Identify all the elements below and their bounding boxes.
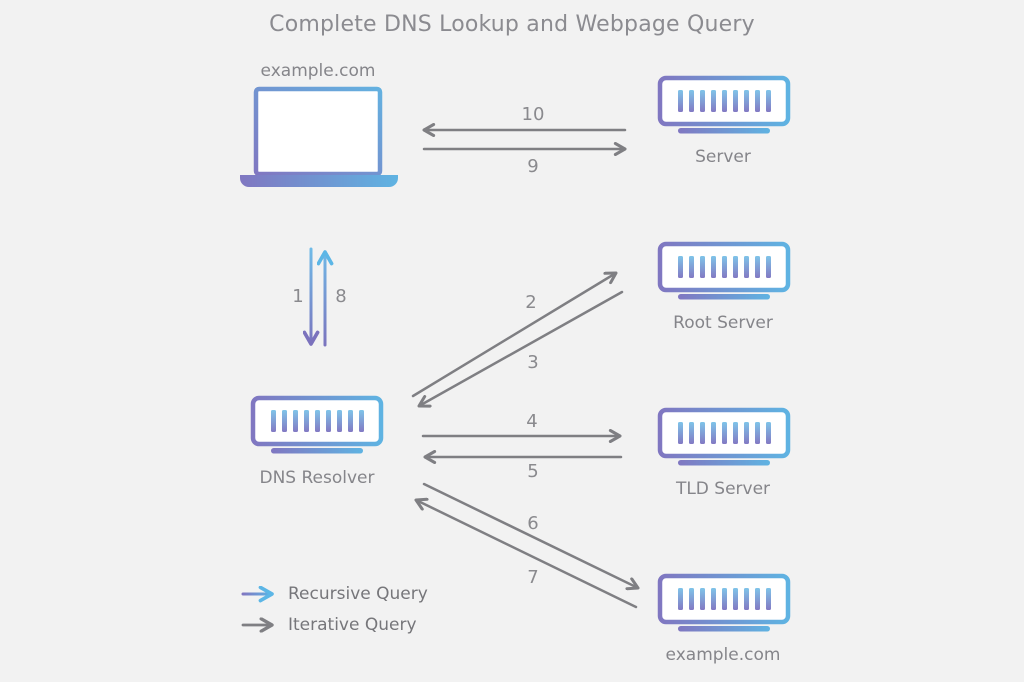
step-5-number: 5	[527, 461, 539, 482]
arrow-step-2	[411, 273, 616, 398]
client-label: example.com	[260, 61, 376, 81]
dns-resolver-icon	[253, 398, 381, 454]
dns-resolver-label: DNS Resolver	[259, 468, 375, 488]
authoritative-server-icon	[660, 576, 788, 632]
arrow-step-6	[422, 482, 638, 588]
tld-server-icon	[660, 410, 788, 466]
authoritative-server-label: example.com	[665, 645, 781, 665]
step-10-number: 10	[521, 104, 545, 125]
step-4-number: 4	[526, 411, 538, 432]
server-icon	[660, 78, 788, 134]
root-server-icon	[660, 244, 788, 300]
tld-server-label: TLD Server	[675, 479, 771, 499]
laptop-icon	[240, 86, 398, 187]
step-8-number: 8	[335, 286, 347, 307]
web-server-label: Server	[695, 147, 751, 167]
legend-iterative-label: Iterative Query	[288, 615, 417, 635]
diagram-title: Complete DNS Lookup and Webpage Query	[269, 12, 755, 37]
root-server-label: Root Server	[673, 313, 773, 333]
step-1-number: 1	[292, 286, 304, 307]
step-9-number: 9	[527, 156, 539, 177]
step-7-number: 7	[527, 567, 539, 588]
step-3-number: 3	[527, 352, 539, 373]
step-2-number: 2	[525, 292, 537, 313]
arrow-step-7	[416, 500, 638, 609]
step-6-number: 6	[527, 513, 539, 534]
legend-recursive-label: Recursive Query	[288, 584, 428, 604]
arrow-step-3	[419, 290, 624, 406]
